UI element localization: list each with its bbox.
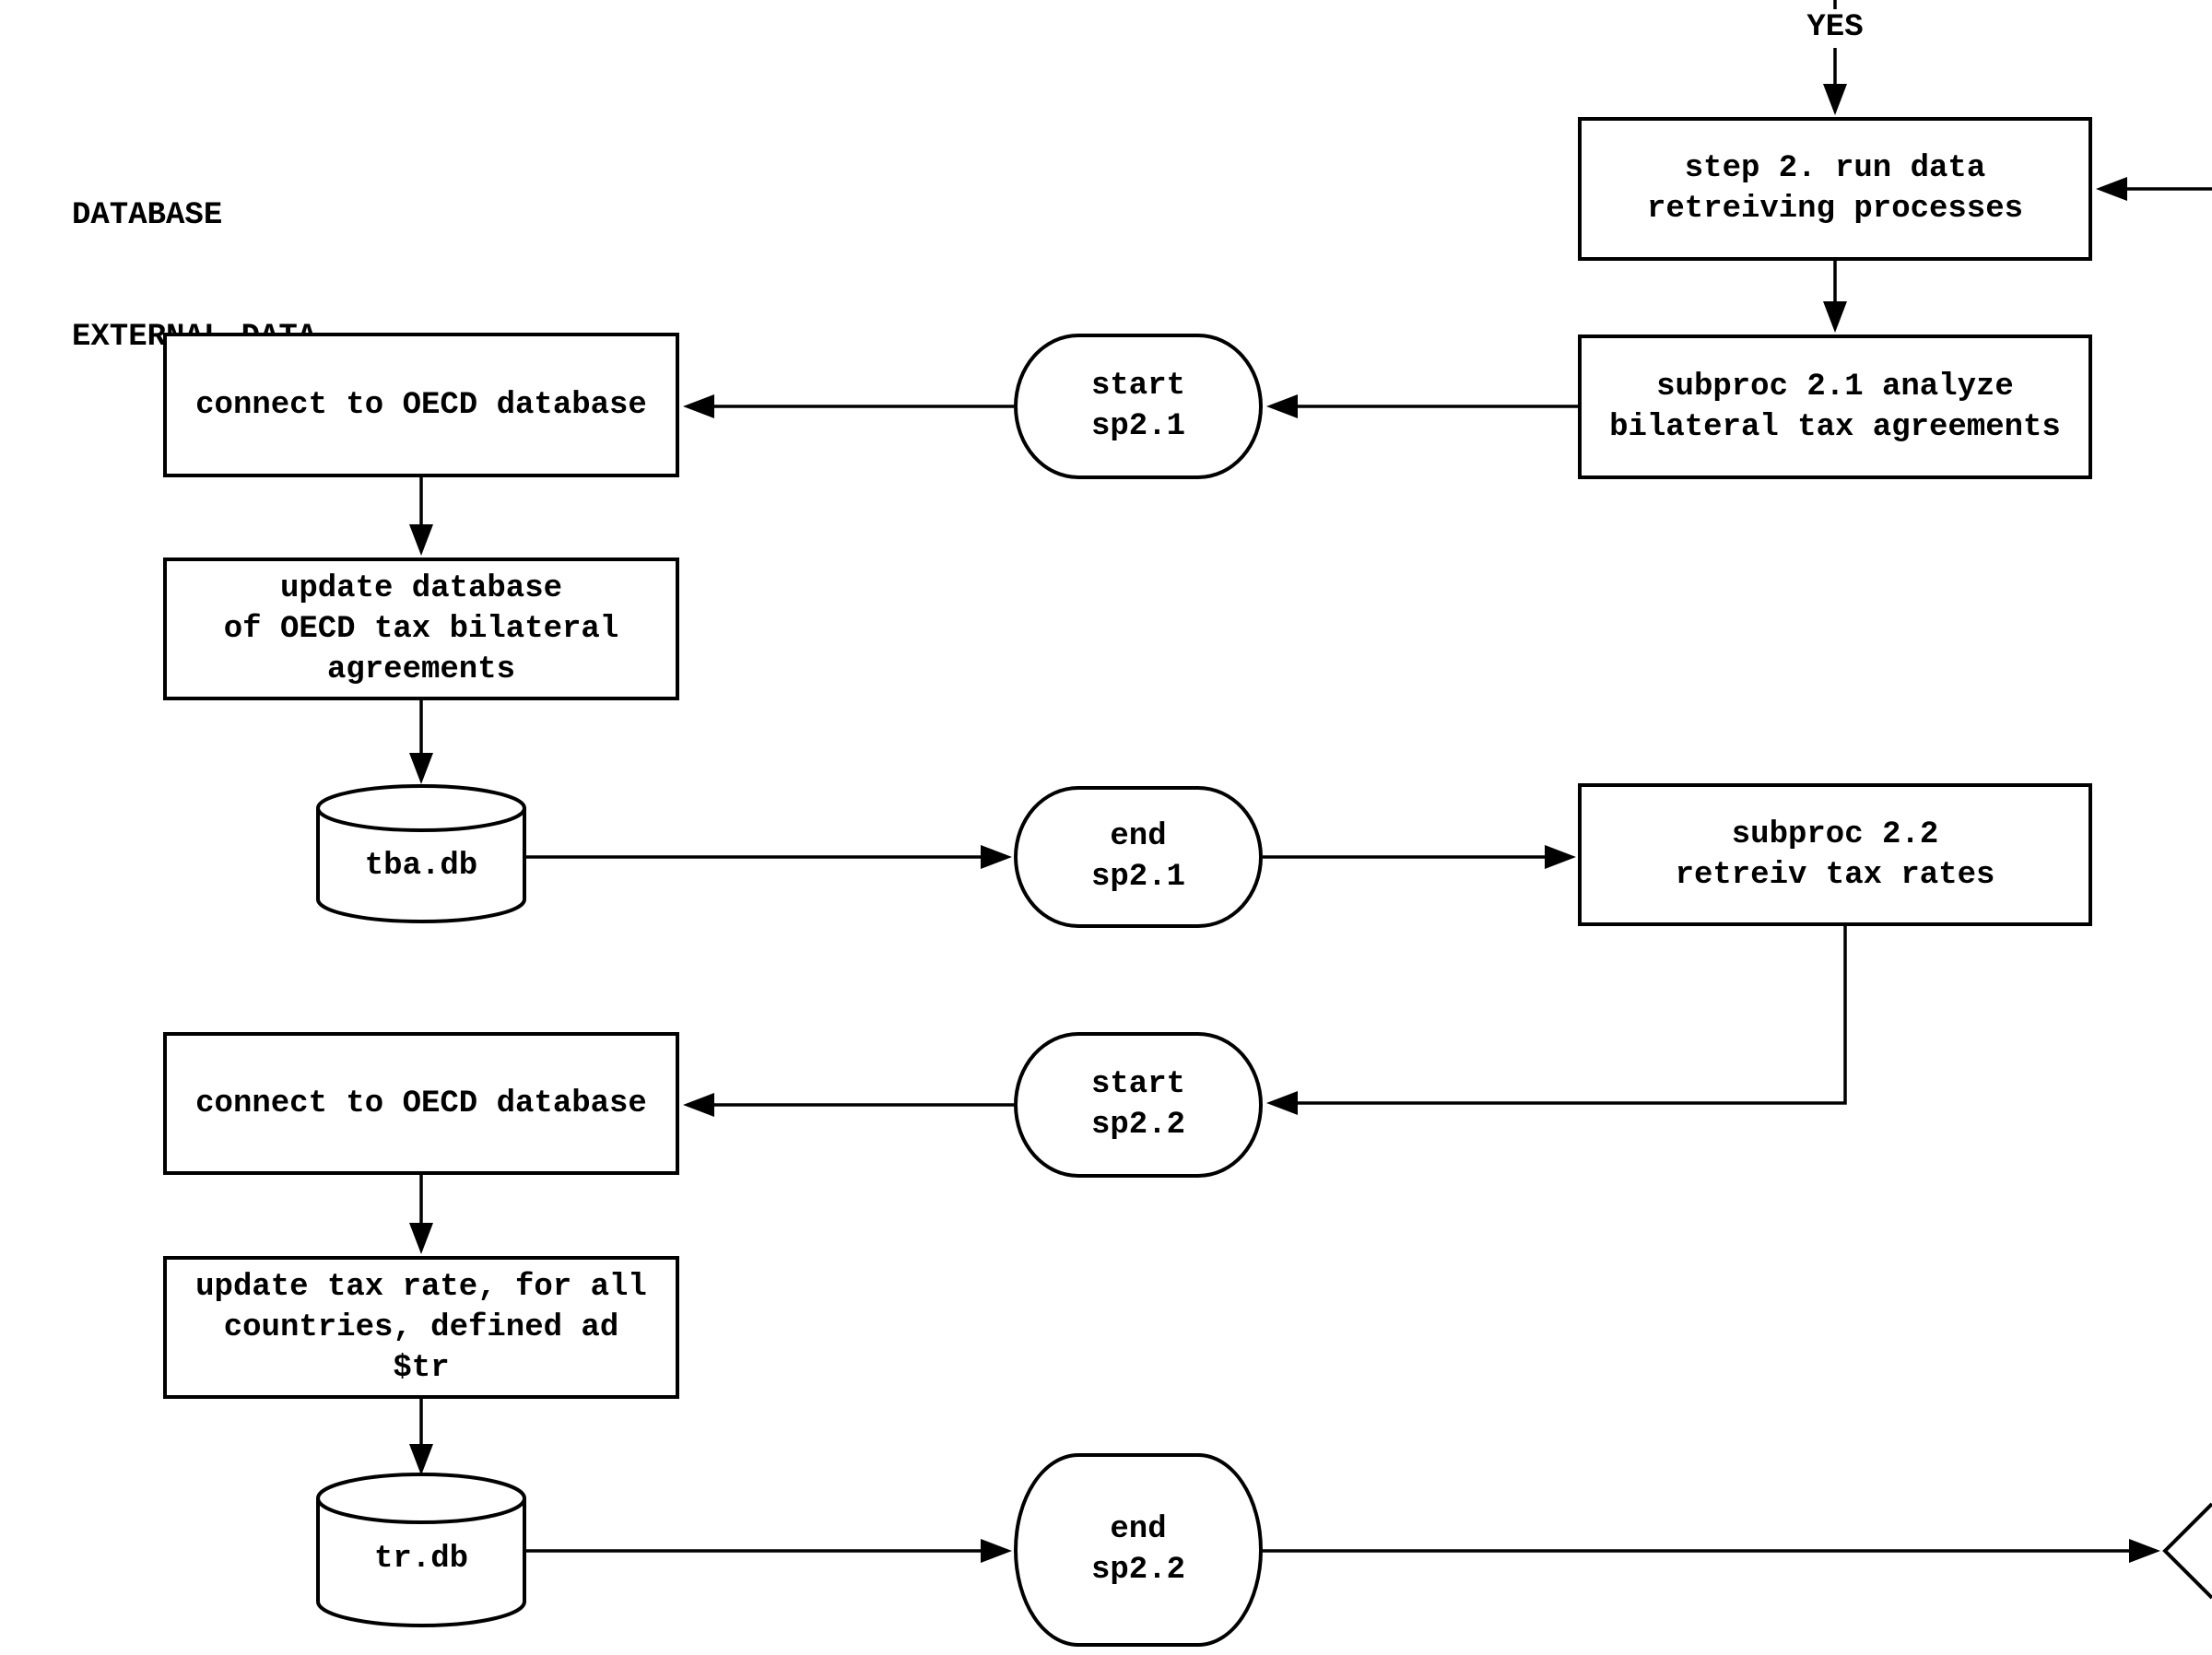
- node-connect-oecd-2: connect to OECD database: [163, 1032, 679, 1175]
- node-connect-oecd-2-line1: connect to OECD database: [195, 1086, 647, 1121]
- node-subproc21-line2: bilateral tax agreements: [1609, 409, 2061, 445]
- node-end-sp22-line1: end: [1110, 1512, 1167, 1547]
- arrowhead-into-startsp21: [1266, 394, 1298, 418]
- node-start-sp22-line2: sp2.2: [1090, 1108, 1186, 1143]
- arrowhead-into-connect2: [683, 1093, 714, 1117]
- node-start-sp22: start sp2.2: [1014, 1032, 1263, 1178]
- database-label-tr: tr.db: [373, 1542, 469, 1577]
- node-start-sp22-line1: start: [1090, 1067, 1186, 1102]
- node-start-sp21-line1: start: [1090, 369, 1186, 404]
- node-subproc22-line1: subproc 2.2: [1731, 816, 1939, 852]
- node-update-tr-line3: $tr: [393, 1350, 450, 1386]
- node-update-tr-line2: countries, defined ad: [223, 1309, 619, 1345]
- node-start-sp21: start sp2.1: [1014, 334, 1263, 479]
- node-step2: step 2. run data retreiving processes: [1578, 117, 2092, 261]
- node-end-sp21-line1: end: [1110, 819, 1167, 854]
- node-connect-oecd-1: connect to OECD database: [163, 333, 679, 477]
- node-subproc22-line2: retreiv tax rates: [1675, 857, 1995, 893]
- node-subproc21-line1: subproc 2.1 analyze: [1656, 369, 2014, 405]
- arrowhead-into-endsp21: [981, 845, 1012, 869]
- database-cylinder-tr-top: [316, 1473, 526, 1524]
- arrowhead-into-startsp22: [1266, 1091, 1298, 1115]
- arrowhead-into-endsp22: [981, 1539, 1012, 1563]
- node-step2-line1: step 2. run data: [1684, 151, 1986, 186]
- node-connect-oecd-1-line1: connect to OECD database: [195, 387, 647, 423]
- arrowhead-into-trdb: [409, 1444, 433, 1475]
- node-update-tba-line3: agreements: [326, 651, 516, 687]
- database-cylinder-tba: [316, 808, 526, 923]
- node-step2-line2: retreiving processes: [1646, 192, 2024, 227]
- database-cylinder-tba-top: [316, 784, 526, 832]
- arrowhead-into-step2-top: [1823, 84, 1847, 115]
- arrowhead-into-tbadb: [409, 753, 433, 784]
- node-end-sp21-line2: sp2.1: [1090, 860, 1186, 895]
- node-update-tba-line1: update database: [279, 570, 563, 606]
- node-update-tba: update database of OECD tax bilateral ag…: [163, 558, 679, 700]
- database-cylinder-tr: [316, 1498, 526, 1627]
- arrowhead-into-updatetba: [409, 524, 433, 556]
- node-end-sp21: end sp2.1: [1014, 786, 1263, 928]
- region-label-line1: DATABASE: [72, 198, 223, 233]
- edge-label-yes: YES: [1780, 9, 1890, 46]
- arrowhead-into-step2-right: [2096, 177, 2127, 201]
- region-label: DATABASE EXTERNAL DATA: [72, 114, 316, 439]
- node-start-sp21-line2: sp2.1: [1090, 409, 1186, 444]
- node-update-tba-line2: of OECD tax bilateral: [223, 611, 619, 647]
- node-subproc21: subproc 2.1 analyze bilateral tax agreem…: [1578, 335, 2092, 479]
- arrowhead-into-updatetr: [409, 1223, 433, 1254]
- database-label-tba: tba.db: [364, 849, 478, 884]
- node-subproc22: subproc 2.2 retreiv tax rates: [1578, 783, 2092, 926]
- arrowhead-endsp22-right: [2129, 1539, 2160, 1563]
- node-update-tr-line1: update tax rate, for all: [195, 1269, 647, 1305]
- node-update-tr: update tax rate, for all countries, defi…: [163, 1256, 679, 1399]
- arrowhead-into-connect1: [683, 394, 714, 418]
- node-end-sp22: end sp2.2: [1014, 1453, 1263, 1647]
- decision-diamond-corner: [2162, 1502, 2212, 1600]
- arrowhead-into-subproc22: [1545, 845, 1576, 869]
- edge-subproc22-to-startsp22: [1298, 926, 1847, 1105]
- node-end-sp22-line2: sp2.2: [1090, 1553, 1186, 1588]
- arrowhead-into-subproc21: [1823, 301, 1847, 333]
